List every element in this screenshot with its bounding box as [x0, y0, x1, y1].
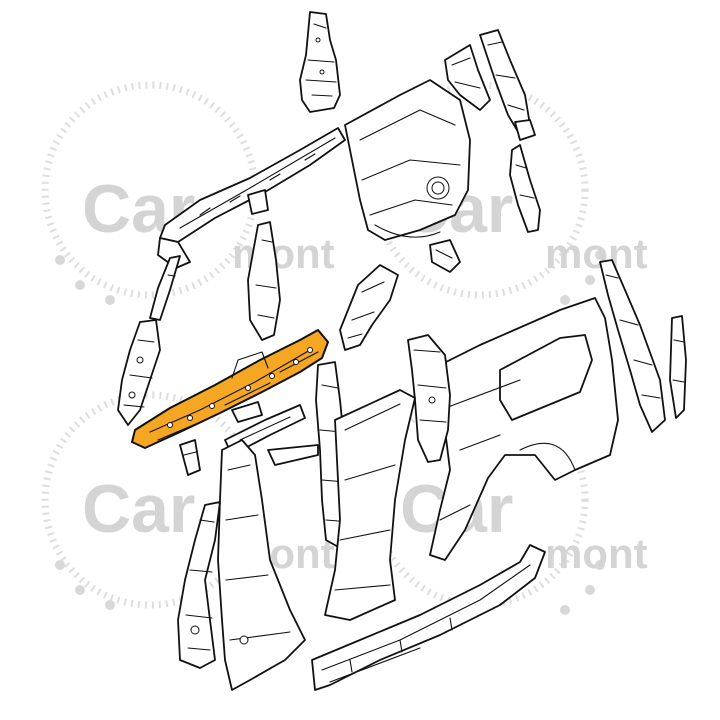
part-wheelhouse-arch — [339, 264, 399, 351]
part-front-pillar-full — [217, 439, 319, 691]
part-c-pillar-reinforcement — [509, 144, 541, 233]
part-small-bracket-a — [231, 401, 263, 423]
part-a-pillar-lower — [177, 501, 221, 669]
watermark-brand-b: mont — [232, 230, 335, 277]
part-rear-pillar-right — [599, 259, 666, 433]
part-small-bracket-b — [179, 439, 201, 476]
part-a-pillar-upper-segment — [149, 255, 181, 321]
watermark-logo-top-left: Car mont — [41, 81, 335, 305]
part-d-pillar-upper — [444, 44, 491, 111]
part-quarter-bracket — [429, 239, 461, 273]
part-rear-quarter-inner — [344, 79, 471, 241]
watermark-brand-b: mont — [545, 230, 648, 277]
part-c-pillar-inner — [407, 334, 451, 463]
part-rocker-panel — [311, 544, 546, 691]
part-d-pillar-outer — [479, 29, 536, 141]
highlighted-part-side-sill — [131, 329, 329, 449]
part-b-pillar-inner — [247, 221, 281, 341]
part-upper-pillar-bracket — [299, 11, 341, 113]
part-rear-side-outer-panel — [429, 297, 619, 561]
part-a-pillar-inner — [117, 319, 161, 426]
watermark-brand-a: Car — [82, 471, 195, 547]
part-rear-pillar-strip — [669, 315, 687, 419]
part-seat-belt-bracket — [247, 189, 269, 215]
part-roof-side-rail — [157, 127, 346, 269]
watermark-brand-b: mont — [545, 530, 648, 577]
part-center-pillar-outer — [324, 389, 416, 621]
